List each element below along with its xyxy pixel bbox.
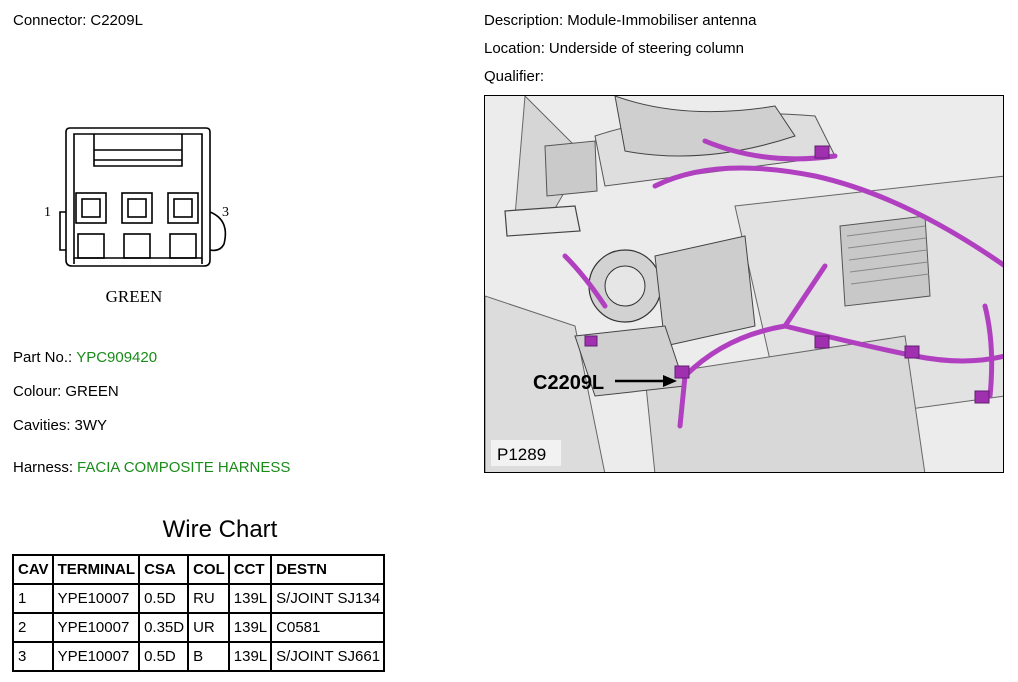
- diagram-color-label: GREEN: [106, 287, 163, 306]
- harness-field: Harness:FACIA COMPOSITE HARNESS: [13, 459, 290, 477]
- cavities-value: 3WY: [74, 417, 108, 434]
- cell-col: B: [187, 641, 230, 672]
- cell-cct: 139L: [227, 583, 273, 614]
- cell-csa: 0.35D: [138, 612, 190, 643]
- cell-destn: S/JOINT SJ661: [270, 641, 386, 672]
- cell-terminal: YPE10007: [51, 583, 141, 614]
- cavity-3-outer: [167, 192, 199, 224]
- colour-label: Colour:: [13, 383, 62, 400]
- cell-cav: 2: [12, 612, 54, 643]
- cavity-2-outer: [121, 192, 153, 224]
- cavity-1-inner: [81, 198, 101, 218]
- connector-face-diagram: 1 3 GREEN: [44, 127, 229, 306]
- cell-cct: 139L: [227, 641, 273, 672]
- harness-label: Harness:: [13, 459, 74, 476]
- connector-value: C2209L: [90, 12, 143, 29]
- photo-ref-label: P1289: [497, 445, 546, 464]
- part-no-link[interactable]: YPC909420: [76, 349, 158, 366]
- cavity-1-outer: [75, 192, 107, 224]
- connector-field: Connector:C2209L: [13, 12, 143, 30]
- cell-csa: 0.5D: [138, 641, 190, 672]
- location-field: Location:Underside of steering column: [484, 40, 744, 58]
- part-no-field: Part No.:YPC909420: [13, 349, 157, 367]
- header-col: COL: [187, 554, 230, 585]
- cavity-2-inner: [127, 198, 147, 218]
- part-no-label: Part No.:: [13, 349, 73, 366]
- cell-destn: C0581: [270, 612, 386, 643]
- header-terminal: TERMINAL: [51, 554, 141, 585]
- colour-field: Colour:GREEN: [13, 383, 119, 401]
- qualifier-field: Qualifier:: [484, 68, 548, 86]
- connector-label: Connector:: [13, 12, 87, 29]
- cavity-3-inner: [173, 198, 193, 218]
- colour-value: GREEN: [65, 383, 119, 400]
- cavities-label: Cavities:: [13, 417, 71, 434]
- harness-link[interactable]: FACIA COMPOSITE HARNESS: [77, 459, 291, 476]
- pin-left-label: 1: [44, 205, 51, 220]
- header-cct: CCT: [227, 554, 273, 585]
- description-value: Module-Immobiliser antenna: [567, 12, 757, 29]
- cell-col: UR: [187, 612, 230, 643]
- cavity-row-bottom: [77, 233, 197, 259]
- cavity-4: [77, 233, 105, 259]
- cavity-row-top: [75, 192, 199, 224]
- table-row: 1 YPE10007 0.5D RU 139L S/JOINT SJ134: [12, 583, 386, 614]
- pin-right-label: 3: [222, 205, 229, 220]
- qualifier-label: Qualifier:: [484, 68, 545, 85]
- callout-arrow-head: [663, 375, 677, 387]
- header-cav: CAV: [12, 554, 54, 585]
- cell-col: RU: [187, 583, 230, 614]
- location-illustration: C2209L P1289: [484, 95, 1004, 473]
- table-row: 2 YPE10007 0.35D UR 139L C0581: [12, 612, 386, 643]
- header-destn: DESTN: [270, 554, 386, 585]
- cavities-field: Cavities:3WY: [13, 417, 107, 435]
- cell-cct: 139L: [227, 612, 273, 643]
- header-csa: CSA: [138, 554, 190, 585]
- location-label: Location:: [484, 40, 545, 57]
- cavity-6: [169, 233, 197, 259]
- cell-terminal: YPE10007: [51, 641, 141, 672]
- location-value: Underside of steering column: [548, 40, 744, 57]
- cavity-5: [123, 233, 151, 259]
- cell-destn: S/JOINT SJ134: [270, 583, 386, 614]
- cell-terminal: YPE10007: [51, 612, 141, 643]
- cell-csa: 0.5D: [138, 583, 190, 614]
- cell-cav: 1: [12, 583, 54, 614]
- wire-chart-header-row: CAV TERMINAL CSA COL CCT DESTN: [12, 554, 386, 585]
- description-label: Description:: [484, 12, 564, 29]
- photo-callout-label: C2209L: [533, 372, 604, 394]
- wire-chart-table: CAV TERMINAL CSA COL CCT DESTN 1 YPE1000…: [12, 554, 386, 672]
- table-row: 3 YPE10007 0.5D B 139L S/JOINT SJ661: [12, 641, 386, 672]
- cell-cav: 3: [12, 641, 54, 672]
- description-field: Description:Module-Immobiliser antenna: [484, 12, 756, 30]
- wire-chart-title: Wire Chart: [162, 516, 278, 543]
